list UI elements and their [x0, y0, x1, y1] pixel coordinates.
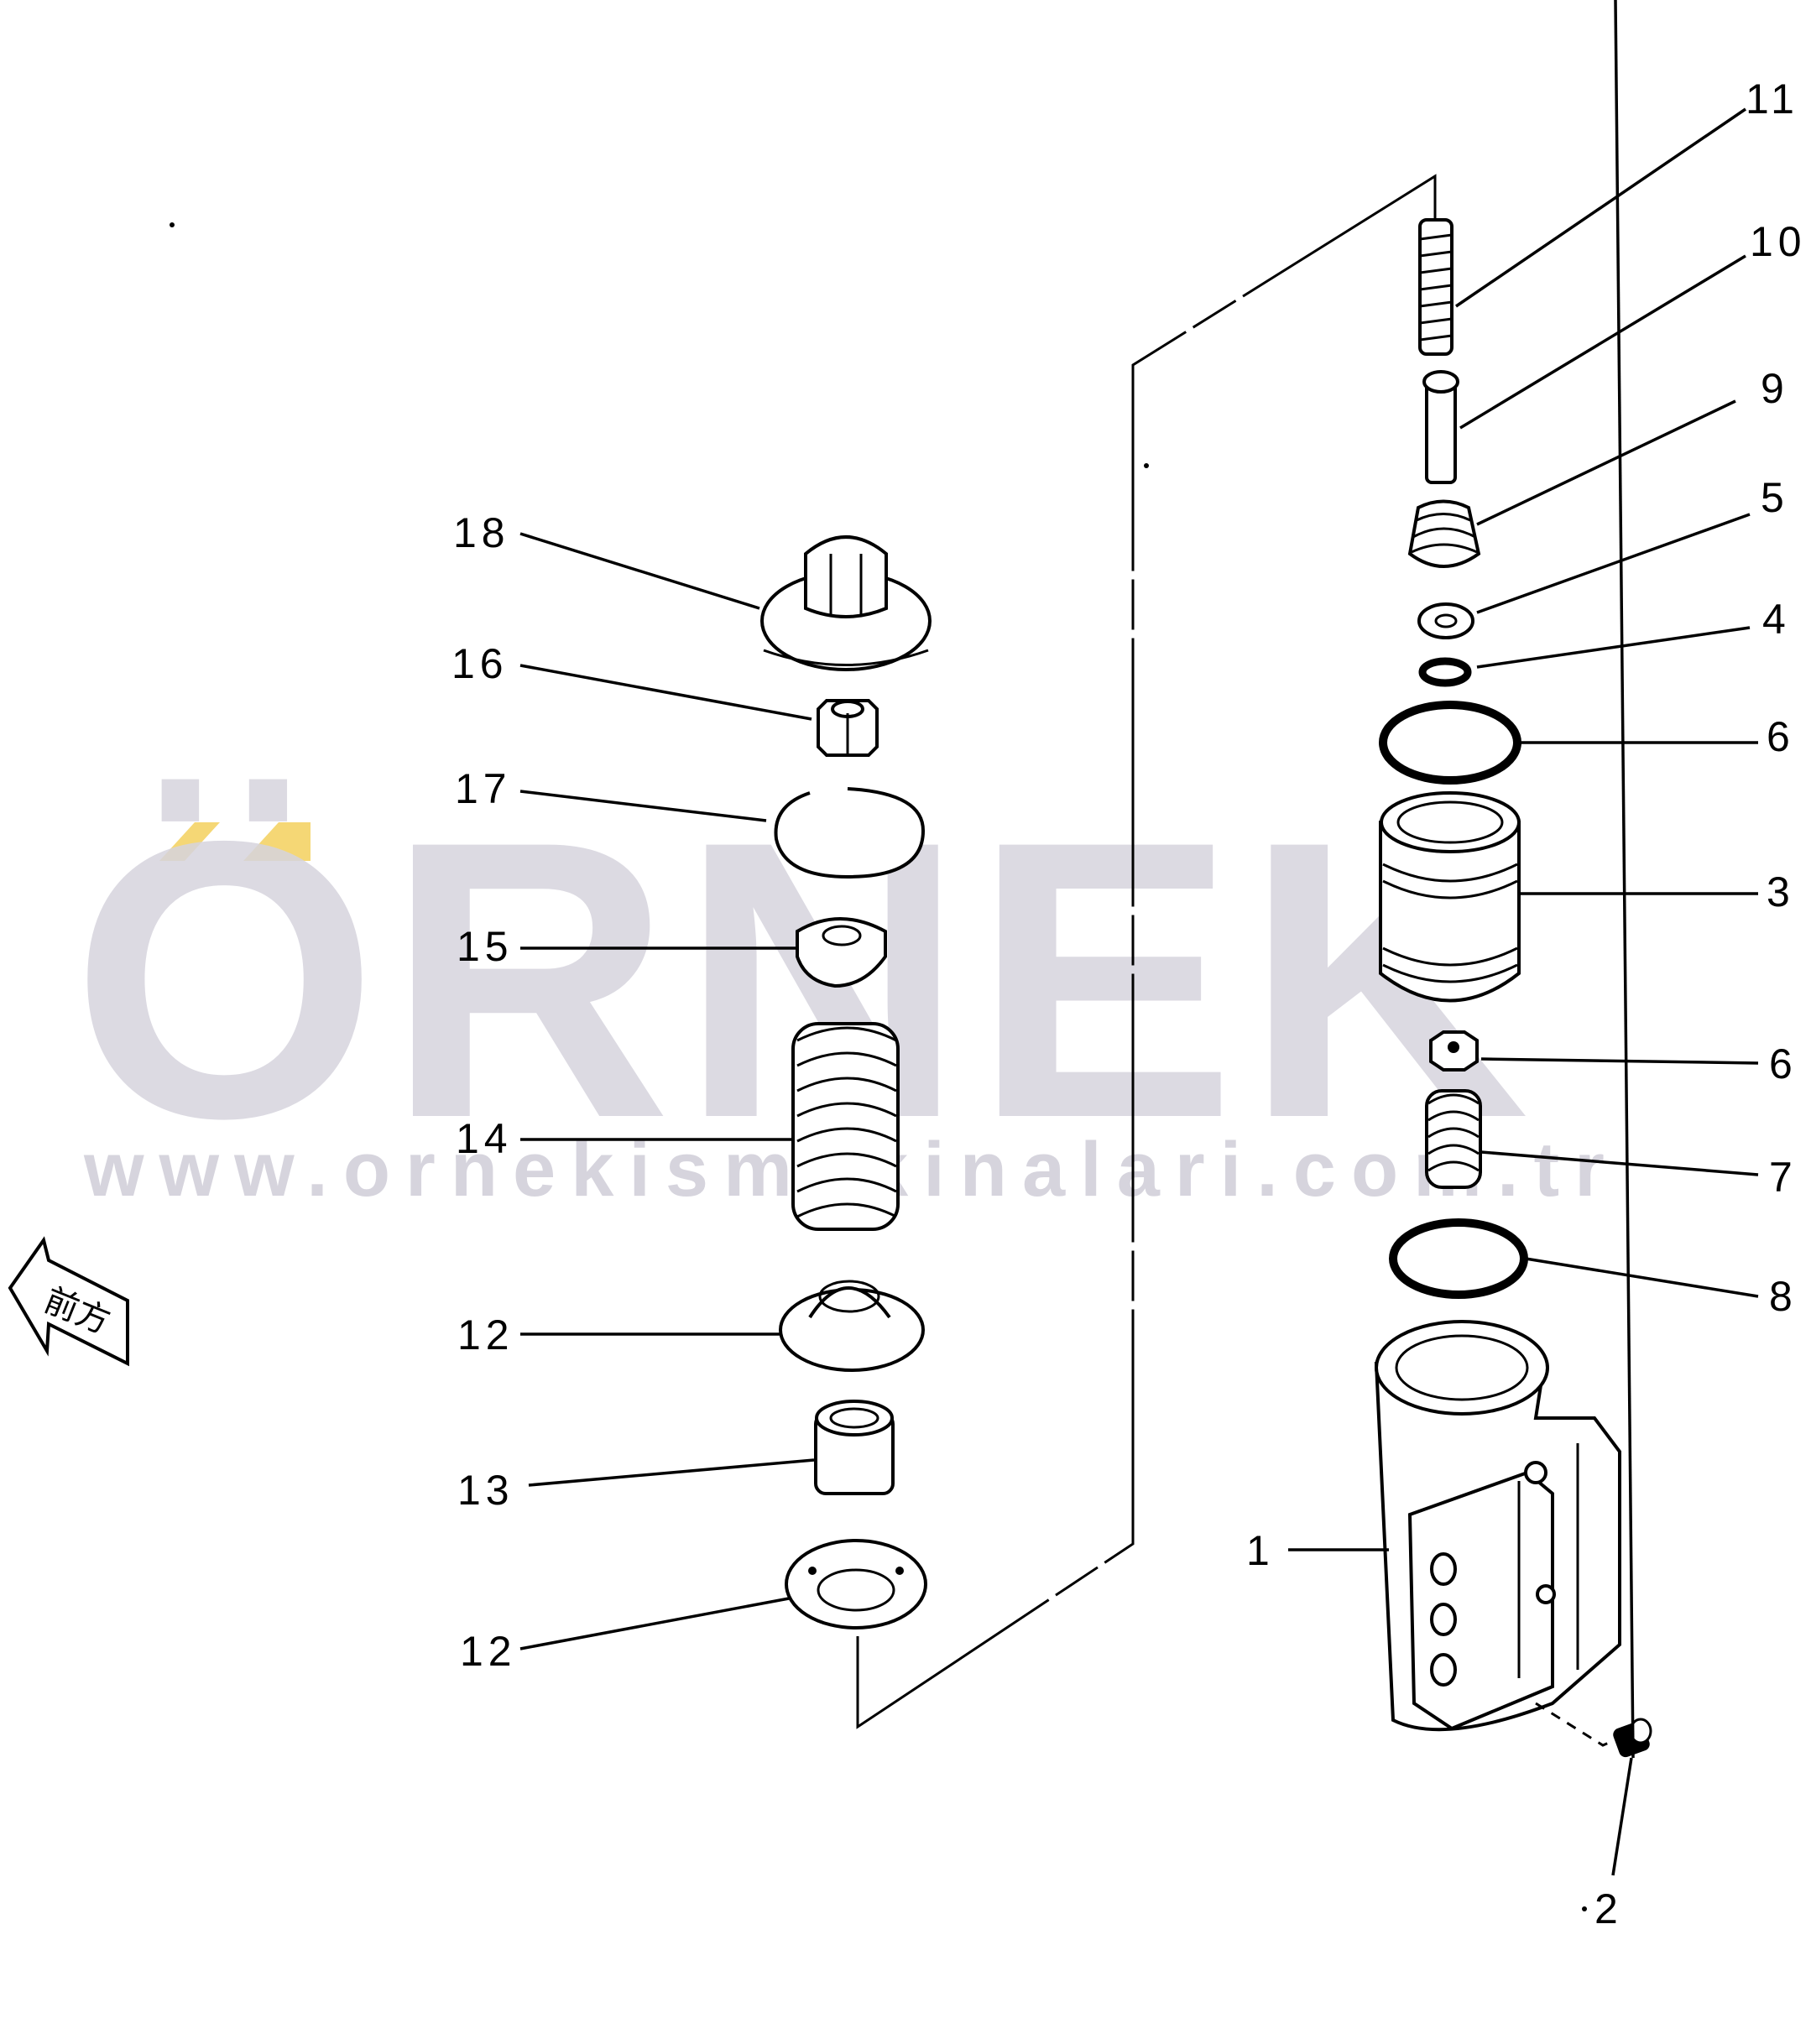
- part-12-retainer-lower: [785, 1539, 927, 1629]
- part-16-nut: [817, 699, 879, 757]
- label-7: 7: [1769, 1154, 1798, 1201]
- label-4: 4: [1762, 596, 1791, 643]
- part-7-spring: [1425, 1089, 1482, 1189]
- part-13-sleeve: [814, 1400, 895, 1495]
- label-8: 8: [1769, 1273, 1798, 1320]
- label-9: 9: [1761, 365, 1789, 412]
- part-17-snap-ring: [774, 787, 926, 879]
- watermark-accent-mark: [159, 822, 220, 861]
- label-2: 2: [1594, 1885, 1623, 1932]
- label-5: 5: [1761, 474, 1789, 521]
- part-3-cylinder: [1379, 791, 1521, 1003]
- label-1: 1: [1246, 1527, 1275, 1574]
- part-6-hex-nut: [1429, 1030, 1479, 1072]
- label-3: 3: [1767, 868, 1795, 915]
- label-12-upper: 12: [457, 1311, 514, 1358]
- label-6-upper: 6: [1767, 713, 1795, 760]
- label-12-lower: 12: [460, 1628, 517, 1675]
- part-14-spring: [791, 1022, 900, 1231]
- leader-lines: [519, 0, 1759, 1876]
- watermark-accent-mark: [243, 822, 311, 861]
- part-15-seat: [796, 917, 887, 988]
- label-18: 18: [453, 509, 510, 556]
- part-5-washer: [1417, 602, 1474, 639]
- label-10: 10: [1750, 218, 1807, 265]
- part-labels: 18 16 17 15 14 12 13 12 11 10 9 5 4 6 3 …: [451, 76, 1807, 1932]
- label-11: 11: [1746, 76, 1799, 123]
- assembly-line: [856, 174, 1437, 1729]
- label-13: 13: [457, 1467, 514, 1514]
- label-16: 16: [451, 640, 509, 687]
- arrow-left-icon: [8, 1236, 129, 1367]
- part-1-valve-body: [1374, 1320, 1633, 1747]
- label-17: 17: [455, 765, 512, 812]
- label-14: 14: [456, 1115, 513, 1162]
- direction-marker: 前方: [8, 1236, 129, 1367]
- part-9-spring: [1407, 499, 1481, 568]
- part-2-plug: [1613, 1718, 1652, 1758]
- part-8-o-ring: [1389, 1218, 1528, 1299]
- part-12-retainer-upper: [779, 1280, 925, 1372]
- label-15: 15: [457, 923, 514, 970]
- part-10-pin: [1422, 370, 1459, 484]
- label-6-lower: 6: [1769, 1040, 1798, 1087]
- part-11-adjust-screw: [1418, 218, 1453, 356]
- part-18-cap: [760, 535, 932, 671]
- part-4-o-ring: [1418, 657, 1472, 687]
